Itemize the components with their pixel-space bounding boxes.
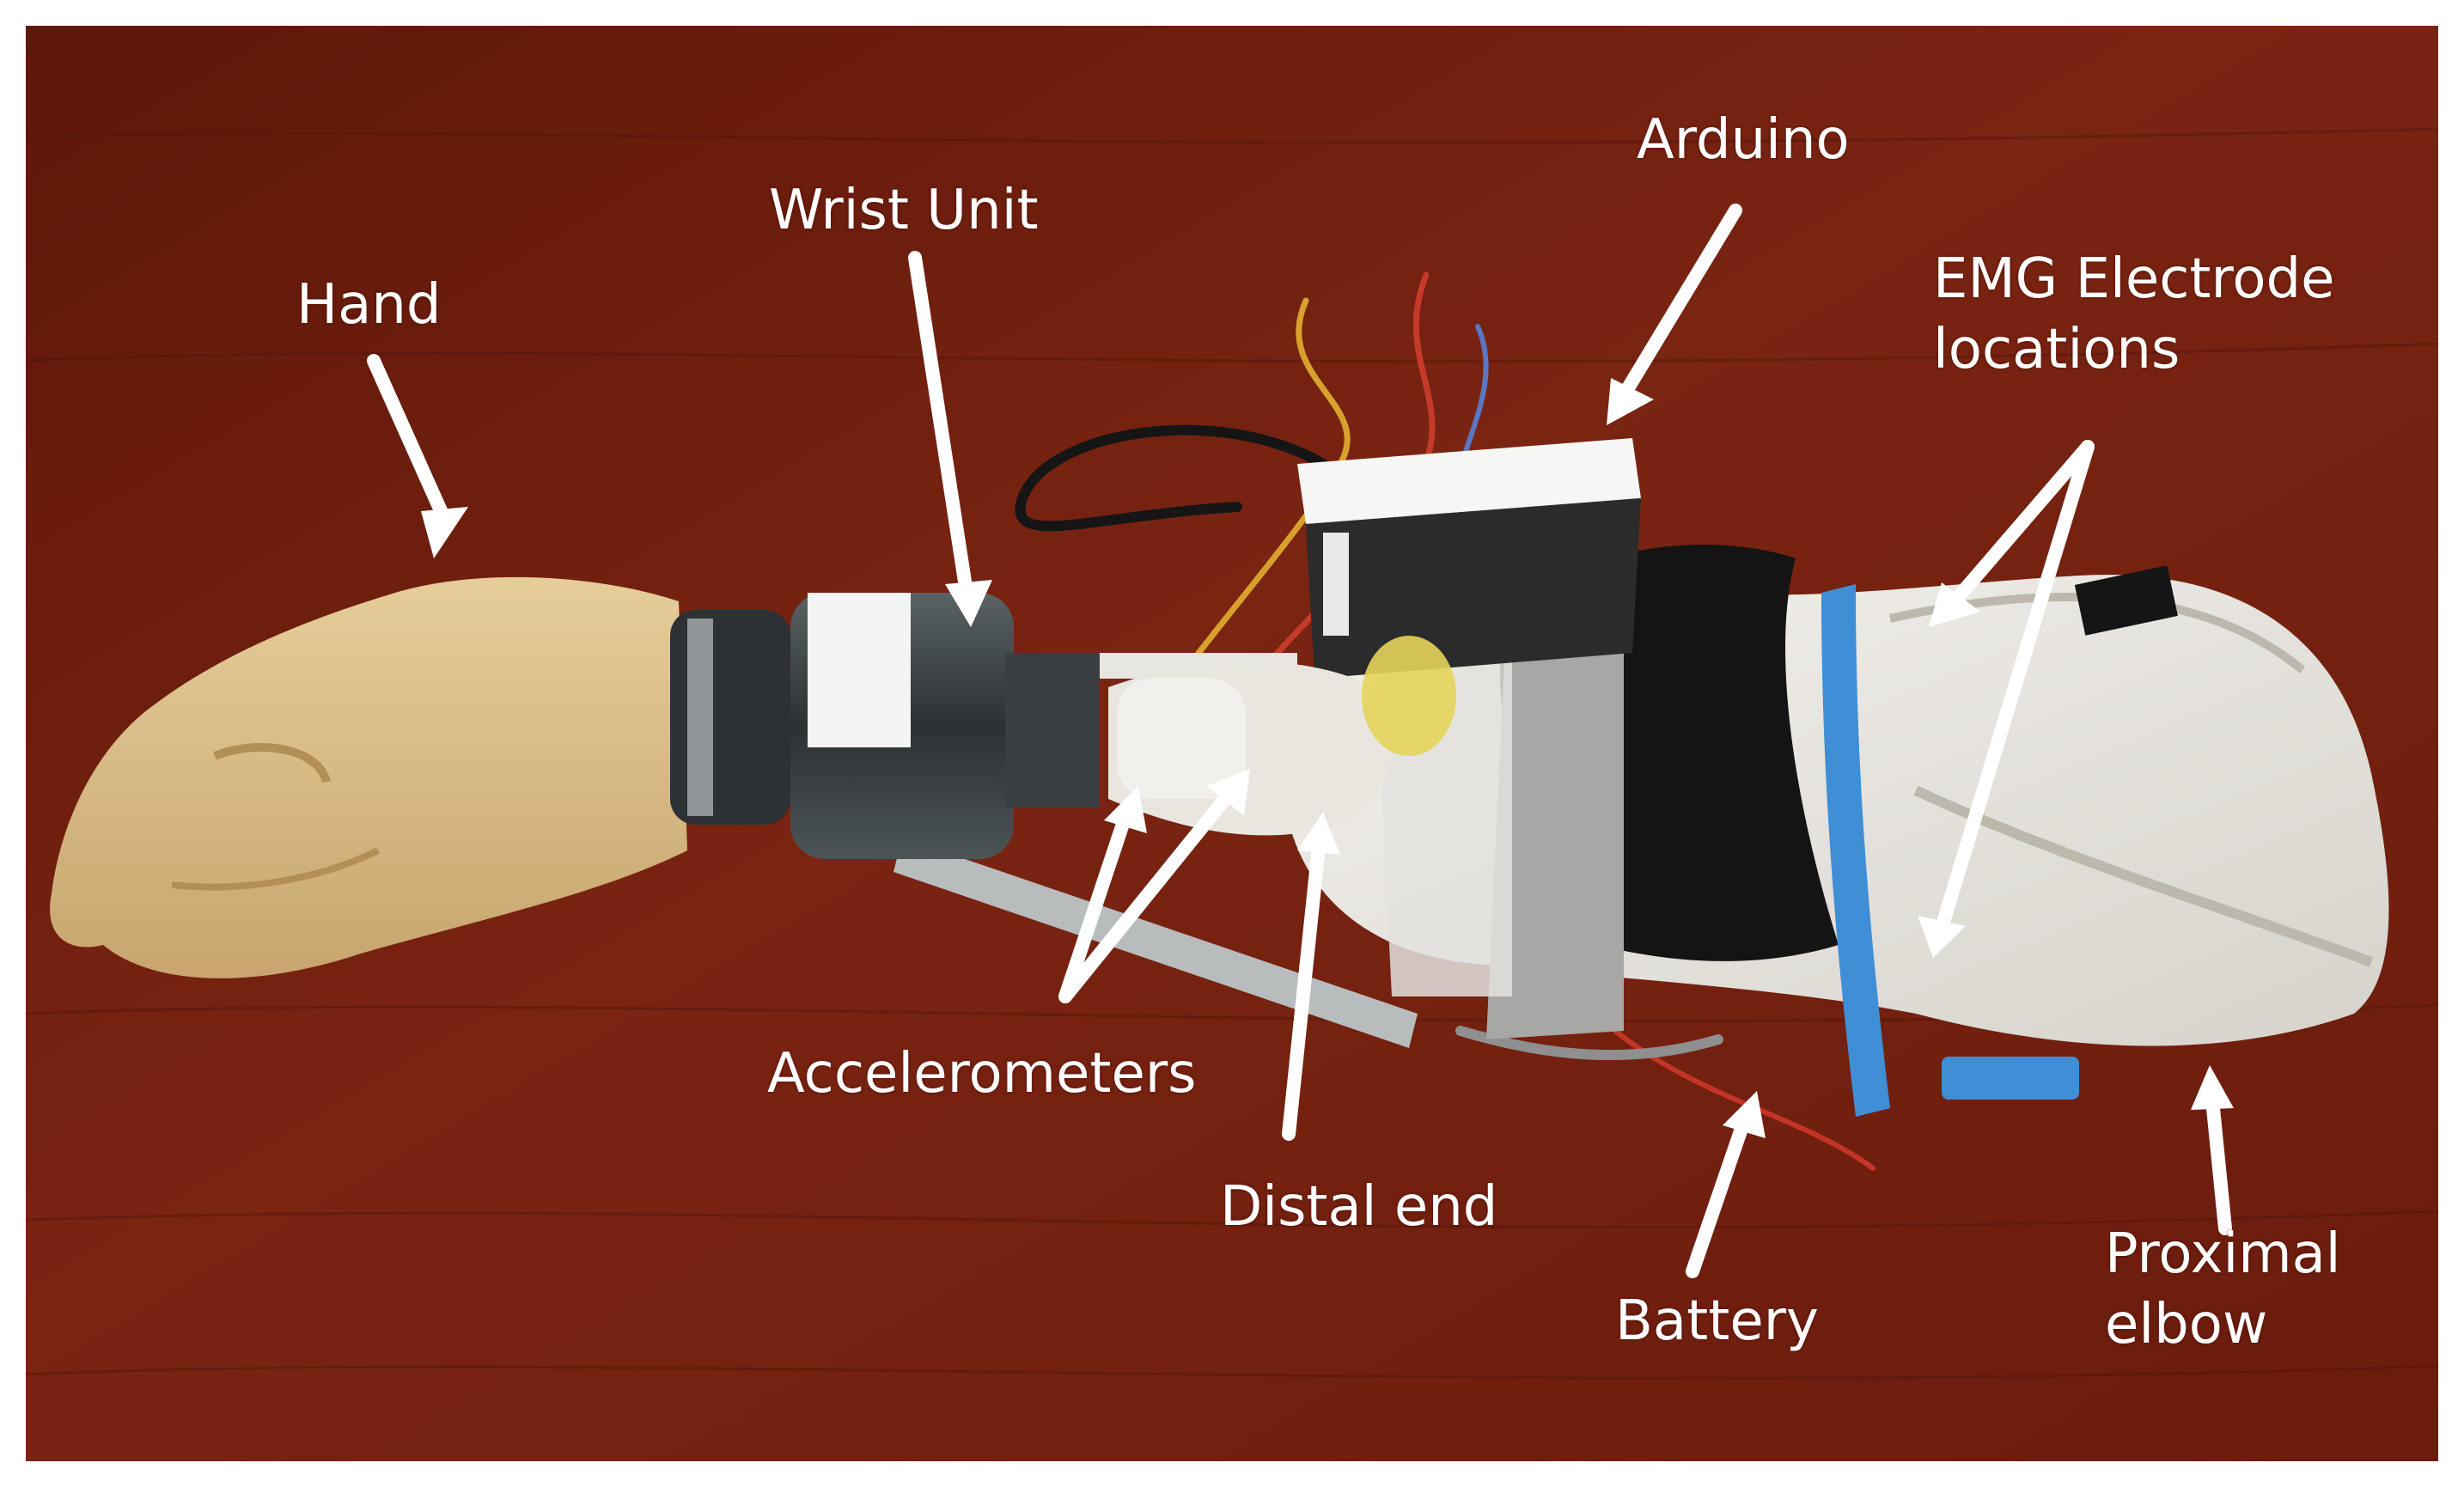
arrow-accel-1 [1058, 809, 1132, 1003]
accelerometer-yellow [1362, 636, 1456, 756]
arrow-emg-1 [1948, 440, 2095, 608]
label-emg-line2: locations [1933, 317, 2180, 381]
arrow-accel-2 [1058, 788, 1235, 1003]
arduino-board [1297, 438, 1641, 679]
blue-battery-pack [1942, 1057, 2079, 1100]
label-wrist-unit: Wrist Unit [769, 179, 1039, 242]
accelerometer-cylinder [1117, 679, 1246, 799]
arrow-battery [1686, 1114, 1751, 1278]
arrow-proximal-elbow [2205, 1093, 2232, 1235]
label-proximal-line2: elbow [2105, 1292, 2268, 1356]
label-emg-line1: EMG Electrode [1933, 247, 2335, 311]
label-arduino: Arduino [1637, 108, 1850, 172]
annotation-arrows [367, 204, 2234, 1278]
label-battery: Battery [1615, 1289, 1819, 1353]
label-accelerometers: Accelerometers [767, 1042, 1197, 1106]
prosthetic-hand [50, 576, 790, 978]
arrow-emg-2 [1935, 440, 2095, 935]
blue-strap [1821, 584, 1890, 1117]
arrow-arduino [1617, 204, 1742, 402]
arrow-distal-end [1282, 839, 1326, 1141]
black-tape [2074, 565, 2178, 636]
label-emg-electrode: EMG Electrode locations [1933, 245, 2335, 386]
label-proximal-elbow: Proximal elbow [2105, 1220, 2341, 1361]
label-hand: Hand [296, 273, 442, 337]
wrist-unit [790, 593, 1100, 859]
label-distal-end: Distal end [1220, 1175, 1498, 1239]
arrow-hand [367, 354, 454, 531]
label-proximal-line1: Proximal [2105, 1222, 2341, 1286]
arrow-wrist-unit [908, 251, 973, 600]
